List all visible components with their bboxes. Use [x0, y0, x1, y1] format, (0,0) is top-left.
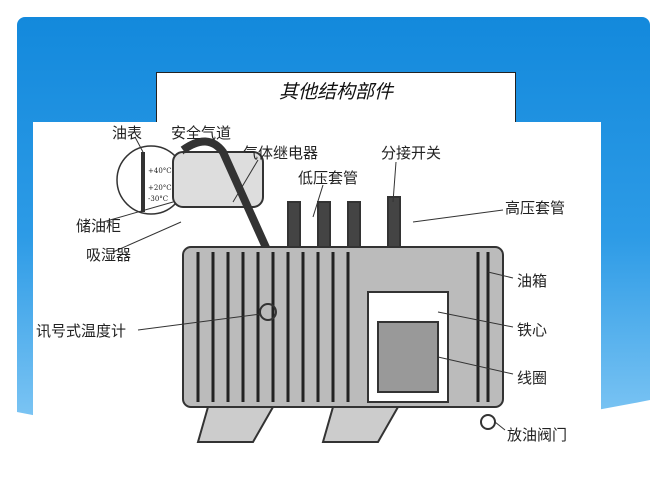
label-hv-bushing: 高压套管	[505, 199, 566, 217]
label-coil: 线圈	[517, 369, 548, 387]
gauge-mark: +40°C	[148, 167, 172, 175]
label-breather: 吸湿器	[86, 246, 132, 264]
transformer-diagram: 油表 安全气道 气体继电器 分接开关 低压套管 高压套管 储油柜 吸湿器 油箱 …	[33, 122, 601, 444]
label-gas-relay: 气体继电器	[243, 144, 319, 162]
title-box: 其他结构部件	[156, 72, 516, 123]
label-conservator: 储油柜	[76, 217, 122, 235]
label-tap-changer: 分接开关	[381, 144, 442, 162]
label-lv-bushing: 低压套管	[298, 169, 359, 187]
label-safety-vent: 安全气道	[171, 124, 232, 142]
slide-title: 其他结构部件	[278, 81, 393, 103]
gauge-mark: -30°C	[148, 195, 169, 203]
label-oil-gauge: 油表	[112, 124, 143, 142]
label-thermometer: 讯号式温度计	[36, 322, 127, 340]
label-drain-valve: 放油阀门	[507, 426, 568, 444]
label-core: 铁心	[517, 321, 548, 339]
transformer-drawing	[102, 136, 514, 443]
label-oil-tank: 油箱	[517, 272, 548, 290]
gauge-mark: +20°C	[148, 184, 172, 192]
